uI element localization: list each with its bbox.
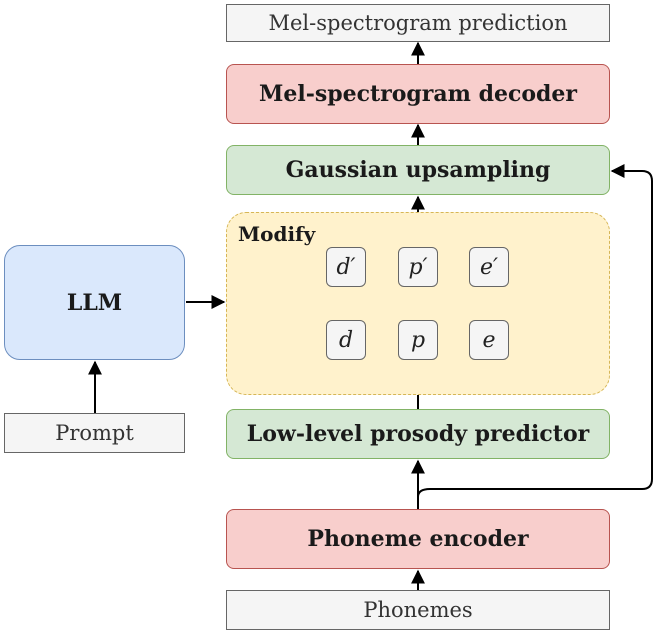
gaussian-upsampling-box: Gaussian upsampling xyxy=(226,145,610,195)
arrow-encoder-to-upsampling xyxy=(417,164,653,509)
phonemes-label: Phonemes xyxy=(363,598,473,622)
e-box: e xyxy=(469,320,509,360)
d-prime-box: d′ xyxy=(326,247,366,287)
llm-box: LLM xyxy=(4,245,185,360)
gaussian-upsampling-label: Gaussian upsampling xyxy=(285,157,551,183)
e-prime-label: e′ xyxy=(479,254,498,280)
p-label: p xyxy=(410,327,426,353)
modify-label: Modify xyxy=(238,222,316,246)
phonemes-box: Phonemes xyxy=(226,590,610,630)
d-label: d xyxy=(338,327,354,353)
p-prime-label: p′ xyxy=(408,254,428,280)
mel-spectrogram-prediction-label: Mel-spectrogram prediction xyxy=(268,11,568,35)
mel-spectrogram-decoder-box: Mel-spectrogram decoder xyxy=(226,64,610,124)
llm-label: LLM xyxy=(66,289,123,316)
e-prime-box: e′ xyxy=(469,247,509,287)
low-level-prosody-predictor-box: Low-level prosody predictor xyxy=(226,409,610,459)
p-box: p xyxy=(398,320,438,360)
mel-spectrogram-prediction-box: Mel-spectrogram prediction xyxy=(226,4,610,42)
d-prime-label: d′ xyxy=(336,254,356,280)
phoneme-encoder-box: Phoneme encoder xyxy=(226,509,610,569)
prompt-box: Prompt xyxy=(4,413,185,453)
prompt-label: Prompt xyxy=(55,421,134,445)
phoneme-encoder-label: Phoneme encoder xyxy=(307,526,529,552)
p-prime-box: p′ xyxy=(398,247,438,287)
low-level-prosody-predictor-label: Low-level prosody predictor xyxy=(246,421,590,447)
modify-region xyxy=(226,212,610,395)
mel-spectrogram-decoder-label: Mel-spectrogram decoder xyxy=(258,81,577,107)
d-box: d xyxy=(326,320,366,360)
e-label: e xyxy=(482,327,496,353)
